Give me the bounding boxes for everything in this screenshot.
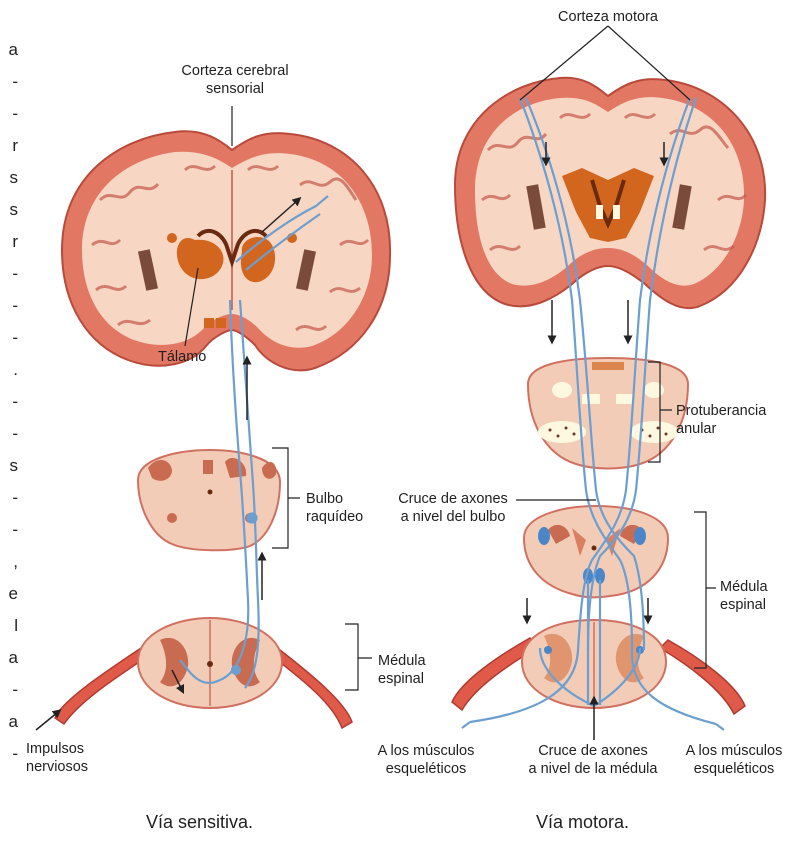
edge-char: a [0, 40, 18, 60]
edge-char: - [0, 392, 18, 412]
impulses-arrow [36, 712, 58, 730]
sensory-cord-label-line1: Médula [378, 652, 426, 670]
cortex-sensory-label: Corteza cerebral sensorial [160, 62, 310, 98]
edge-char: - [0, 424, 18, 444]
muscles-left-label: A los músculos esqueléticos [366, 742, 486, 778]
cord-cross-label: Cruce de axones a nivel de la médula [518, 742, 668, 778]
pons-label-line1: Protuberancia [676, 402, 766, 420]
motor-spinal-cord-section [452, 620, 745, 714]
edge-char: s [0, 456, 18, 476]
motor-pons-section [528, 358, 688, 469]
motor-cord-label: Médula espinal [720, 578, 768, 614]
edge-char: - [0, 680, 18, 700]
sensory-spinal-cord-section [55, 618, 352, 728]
cortex-sensory-label-line2: sensorial [160, 80, 310, 98]
edge-char: - [0, 296, 18, 316]
edge-char: s [0, 200, 18, 220]
edge-char: a [0, 648, 18, 668]
edge-char: - [0, 744, 18, 764]
motor-medulla-section [524, 506, 668, 597]
cortex-sensory-label-line1: Corteza cerebral [160, 62, 310, 80]
edge-char: s [0, 168, 18, 188]
cord-cross-label-line2: a nivel de la médula [518, 760, 668, 778]
pons-label-line2: anular [676, 420, 766, 438]
impulses-label-line1: Impulsos [26, 740, 88, 758]
sensory-brain-section [62, 131, 390, 370]
motor-cortex-label: Corteza motora [538, 8, 678, 26]
sensory-caption: Vía sensitiva. [146, 812, 253, 833]
edge-char: - [0, 488, 18, 508]
motor-caption: Vía motora. [536, 812, 629, 833]
muscles-right-label-line1: A los músculos [676, 742, 792, 760]
edge-char: - [0, 520, 18, 540]
edge-char: - [0, 104, 18, 124]
pons-label: Protuberancia anular [676, 402, 766, 438]
impulses-label: Impulsos nerviosos [26, 740, 88, 776]
edge-char: r [0, 232, 18, 252]
motor-cord-label-line2: espinal [720, 596, 768, 614]
bulb-cross-label: Cruce de axones a nivel del bulbo [392, 490, 514, 526]
edge-char: l [0, 616, 18, 636]
right-spinal-nerve [272, 650, 352, 728]
sensory-cord-bracket [345, 624, 372, 690]
impulses-label-line2: nerviosos [26, 758, 88, 776]
edge-char: . [0, 360, 18, 380]
bulb-cross-label-line2: a nivel del bulbo [392, 508, 514, 526]
edge-char: e [0, 584, 18, 604]
bulb-cross-label-line1: Cruce de axones [392, 490, 514, 508]
edge-char: , [0, 552, 18, 572]
edge-char: - [0, 72, 18, 92]
edge-char: a [0, 712, 18, 732]
medulla-label: Bulbo raquídeo [306, 490, 363, 526]
cord-cross-label-line1: Cruce de axones [518, 742, 668, 760]
thalamus-label: Tálamo [158, 348, 206, 366]
medulla-label-line2: raquídeo [306, 508, 363, 526]
motor-brain-section [455, 78, 765, 308]
motor-cord-bracket [694, 512, 716, 668]
muscles-right-label: A los músculos esqueléticos [676, 742, 792, 778]
muscles-right-label-line2: esqueléticos [676, 760, 792, 778]
edge-char: - [0, 328, 18, 348]
muscles-left-label-line1: A los músculos [366, 742, 486, 760]
sensory-medulla-section [138, 450, 280, 550]
edge-char: r [0, 136, 18, 156]
edge-char: - [0, 264, 18, 284]
sensory-cord-label-line2: espinal [378, 670, 426, 688]
sensory-cord-label: Médula espinal [378, 652, 426, 688]
muscles-left-label-line2: esqueléticos [366, 760, 486, 778]
medulla-label-line1: Bulbo [306, 490, 363, 508]
motor-cord-label-line1: Médula [720, 578, 768, 596]
